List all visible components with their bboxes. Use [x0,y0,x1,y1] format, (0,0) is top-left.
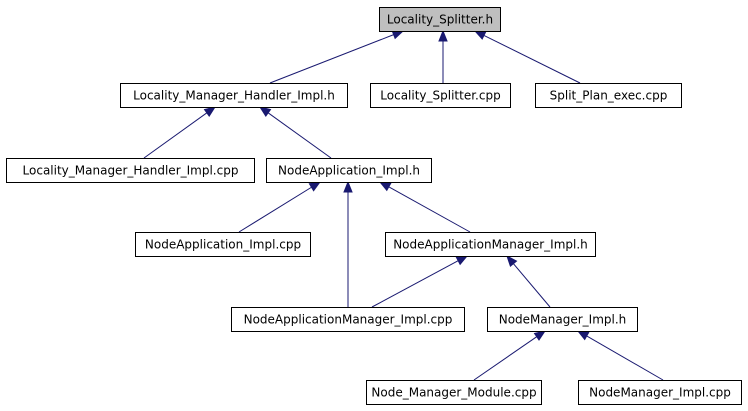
edge-line [269,34,394,84]
node-nodemanager-impl-cpp[interactable]: NodeManager_Impl.cpp [578,380,742,405]
edge-line [371,260,459,308]
node-box [231,307,465,332]
edge-line [267,112,332,159]
edge-n8-to-n7 [371,255,469,308]
node-split-plan-exec-cpp[interactable]: Split_Plan_exec.cpp [535,83,682,108]
edge-line [513,263,551,308]
node-layer: Locality_Splitter.hLocality_Manager_Hand… [6,7,742,405]
edge-n1-to-n0 [269,30,405,84]
edge-arrowhead [576,330,590,341]
edge-arrowhead [473,30,487,40]
edge-n6-to-n5 [238,181,322,233]
node-box [370,83,511,108]
node-box [535,83,682,108]
edge-arrowhead [391,30,405,40]
node-label: Locality_Manager_Handler_Impl.h [133,89,335,103]
node-box [135,232,311,257]
node-nodeapplicationmanager-impl-h[interactable]: NodeApplicationManager_Impl.h [385,232,596,257]
edge-arrowhead [506,254,518,268]
node-locality-splitter-cpp[interactable]: Locality_Splitter.cpp [370,83,511,108]
edge-line [388,186,471,233]
node-nodemanager-impl-h[interactable]: NodeManager_Impl.h [487,307,638,332]
node-label: NodeApplicationManager_Impl.h [393,238,588,252]
edge-layer [143,29,664,381]
edge-n3-to-n0 [473,30,581,84]
node-label: NodeApplication_Impl.cpp [145,238,301,252]
node-label: NodeManager_Impl.cpp [589,386,731,400]
edge-arrowhead [203,106,217,117]
node-box [366,380,542,405]
edge-n5-to-n1 [258,106,332,159]
node-locality-manager-handler-impl-cpp[interactable]: Locality_Manager_Handler_Impl.cpp [6,158,255,183]
node-locality-manager-handler-impl-h[interactable]: Locality_Manager_Handler_Impl.h [120,83,348,108]
node-box [266,158,432,183]
edge-arrowhead [378,181,392,192]
node-nodeapplication-impl-h[interactable]: NodeApplication_Impl.h [266,158,432,183]
node-label: NodeApplicationManager_Impl.cpp [244,313,453,327]
edge-n9-to-n7 [506,254,551,308]
edge-n10-to-n9 [473,330,547,381]
node-label: NodeApplication_Impl.h [278,164,420,178]
node-label: Node_Manager_Module.cpp [371,386,536,400]
node-box [120,83,348,108]
node-nodeapplicationmanager-impl-cpp[interactable]: NodeApplicationManager_Impl.cpp [231,307,465,332]
edge-arrowhead [343,180,353,193]
edge-n2-to-n0 [438,29,448,83]
node-label: Locality_Splitter.h [387,13,493,27]
edge-line [238,186,312,233]
node-box [578,380,742,405]
node-locality-splitter-h: Locality_Splitter.h [379,7,501,32]
node-box [6,158,255,183]
edge-n7-to-n5 [378,181,471,233]
edge-arrowhead [258,106,272,117]
edge-line [586,335,664,381]
edge-line [473,336,538,381]
edge-n4-to-n1 [143,106,217,159]
node-label: NodeManager_Impl.h [499,313,627,327]
edge-arrowhead [533,330,547,341]
node-box [385,232,596,257]
node-box [379,7,501,32]
edge-arrowhead [438,29,448,42]
edge-line [483,34,581,84]
edge-arrowhead [308,181,322,192]
node-label: Split_Plan_exec.cpp [550,89,668,103]
node-label: Locality_Splitter.cpp [380,89,500,103]
edge-line [143,112,208,159]
node-box [487,307,638,332]
edge-n11-to-n9 [576,330,664,381]
edge-arrowhead [455,255,469,266]
edge-n8-to-n5 [343,180,353,307]
node-node-manager-module-cpp[interactable]: Node_Manager_Module.cpp [366,380,542,405]
node-label: Locality_Manager_Handler_Impl.cpp [23,164,239,178]
node-nodeapplication-impl-cpp[interactable]: NodeApplication_Impl.cpp [135,232,311,257]
